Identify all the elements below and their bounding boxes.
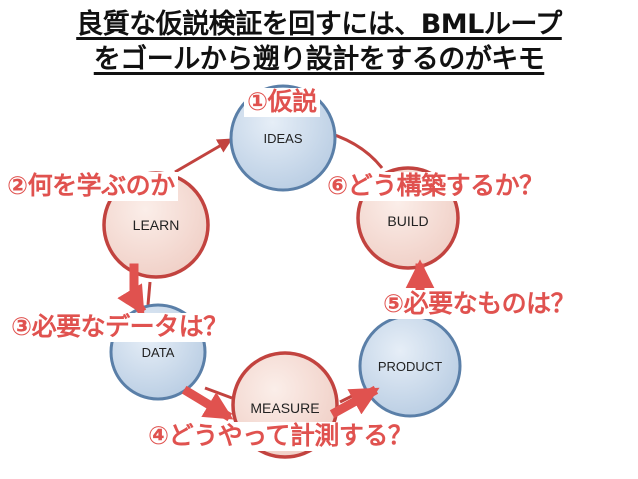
- node-measure-label: MEASURE: [250, 400, 319, 416]
- node-learn-label: LEARN: [133, 217, 180, 233]
- step-label-what-is-needed: ⑤必要なものは？: [380, 289, 579, 319]
- node-ideas-label: IDEAS: [263, 131, 302, 146]
- slide-title-line-1: 良質な仮説検証を回すには、BMLループ: [76, 9, 562, 40]
- connector-data-learn: [146, 281, 152, 306]
- node-product: PRODUCT: [358, 314, 462, 418]
- step-label-what-to-learn: ②何を学ぶのか: [4, 171, 178, 201]
- node-product-label: PRODUCT: [378, 359, 442, 374]
- connector-measure-data: [204, 386, 233, 400]
- slide-title-line-2: をゴールから遡り設計をするのがキモ: [93, 44, 545, 75]
- step-label-how-to-build: ⑥どう構築するか？: [324, 171, 547, 201]
- node-build-label: BUILD: [387, 213, 428, 229]
- arrow-learn-to-data: [117, 263, 147, 316]
- step-label-how-to-measure: ④どうやって計測する？: [145, 421, 416, 451]
- node-data-label: DATA: [142, 345, 175, 360]
- step-label-data-needed: ③必要なデータは？: [8, 312, 231, 342]
- arrow-measure-to-product: [329, 385, 380, 419]
- arrow-data-to-measure: [181, 385, 234, 422]
- step-label-hypothesis: ①仮説: [244, 87, 320, 117]
- connector-learn-ideas: [174, 138, 233, 174]
